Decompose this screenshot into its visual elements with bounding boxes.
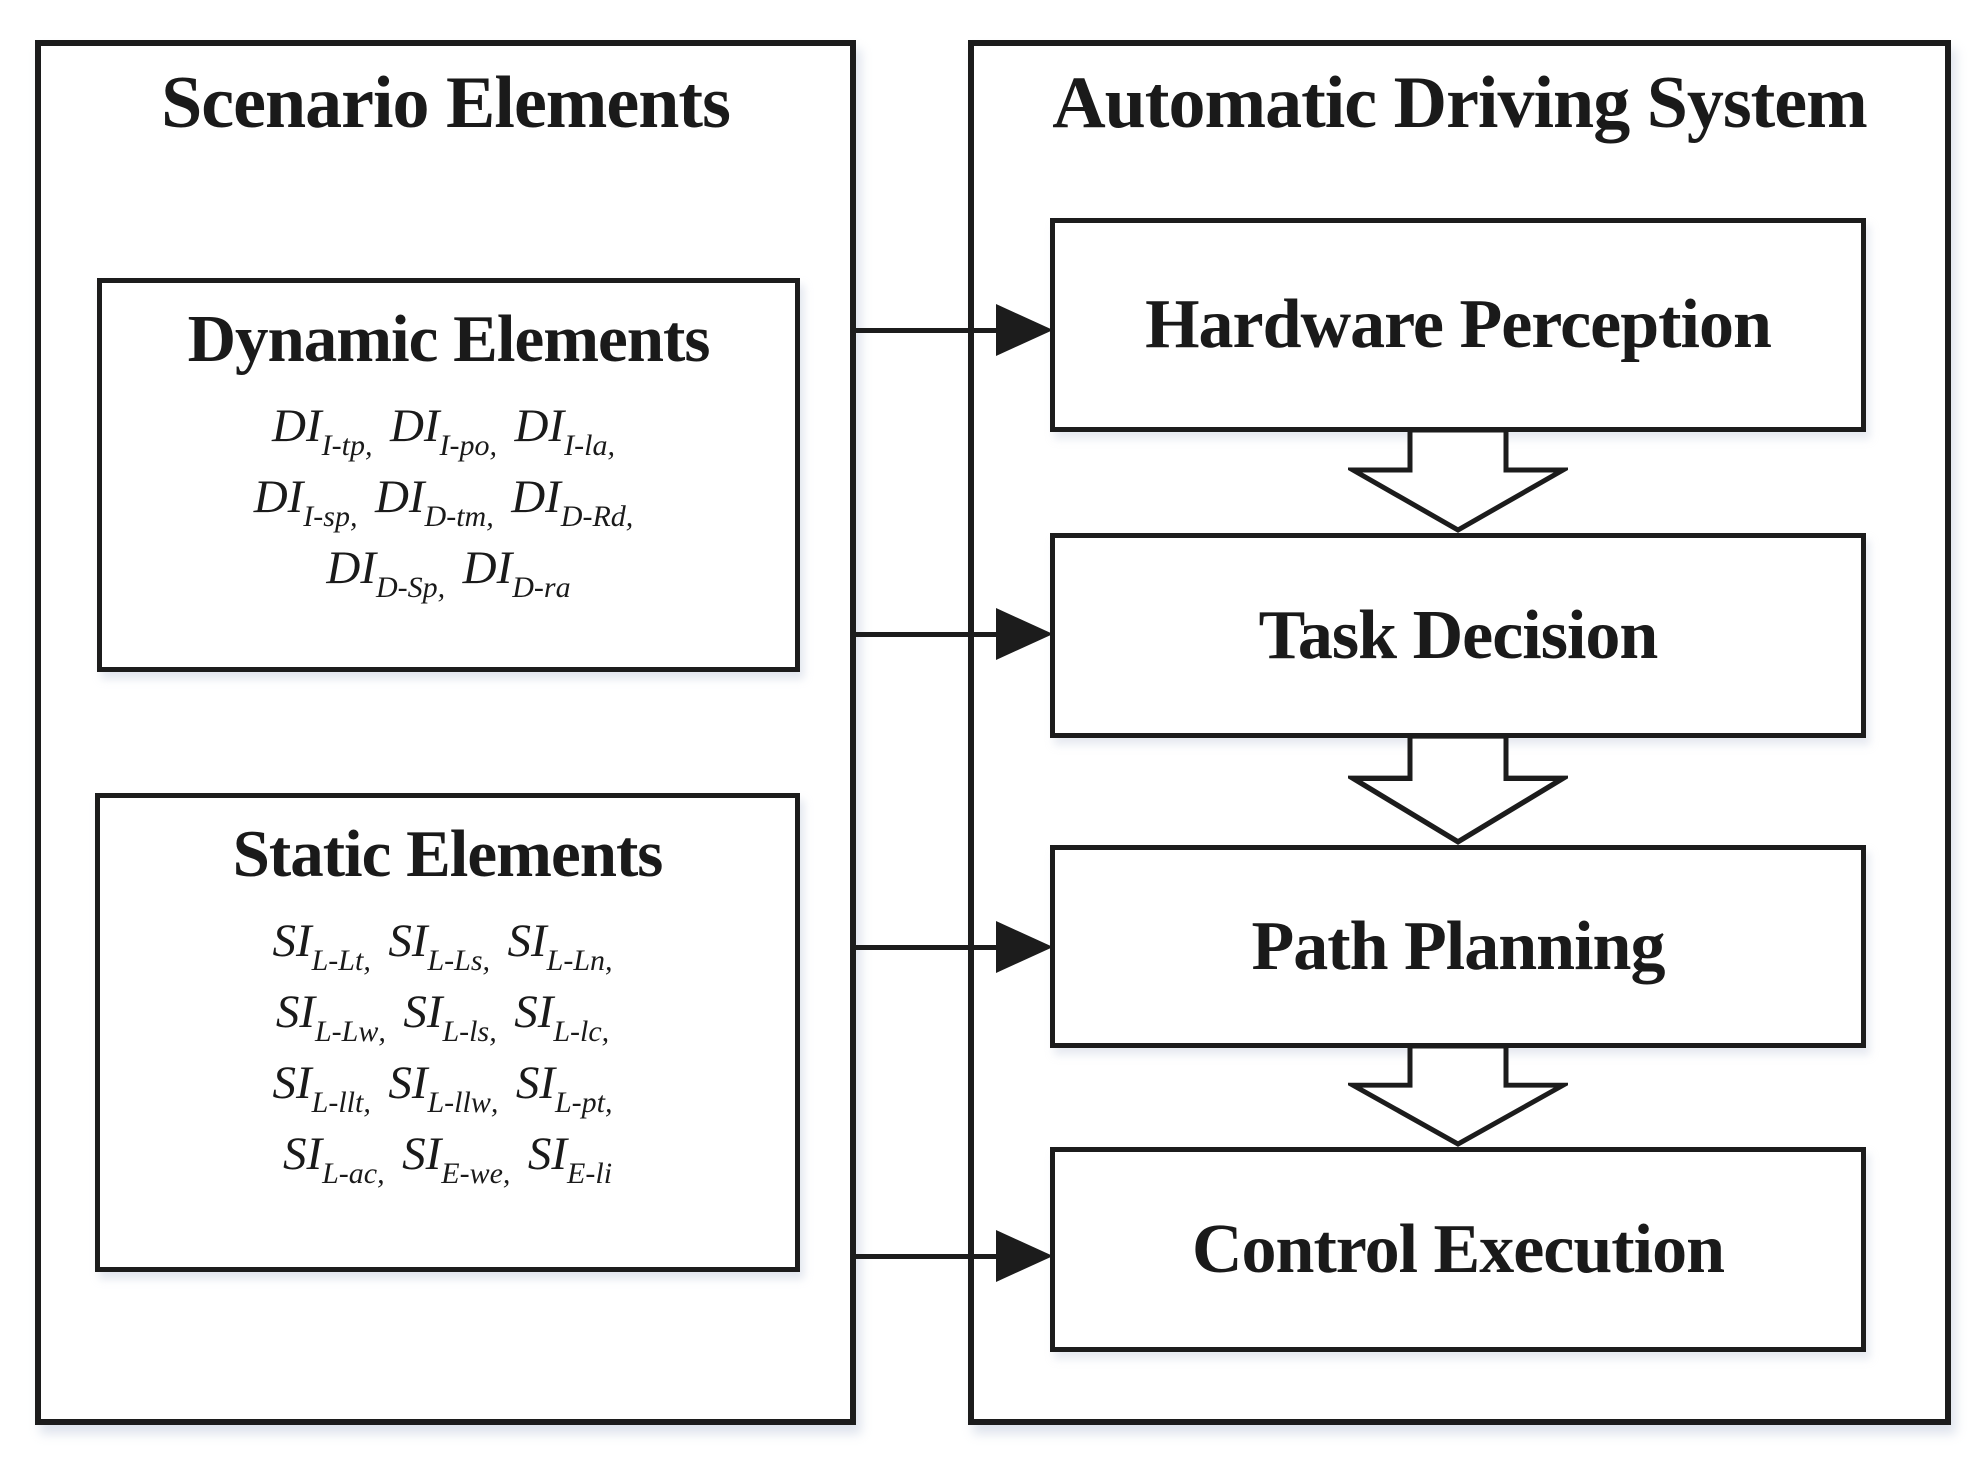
- automatic-driving-system-panel: Automatic Driving System Hardware Percep…: [968, 40, 1951, 1425]
- formula-base: SI: [403, 985, 443, 1038]
- formula-subscript: D-Rd: [560, 499, 626, 533]
- formula-subscript: L-llt: [311, 1085, 364, 1119]
- formula-separator: ,: [605, 943, 613, 977]
- path-planning-box: Path Planning: [1050, 845, 1866, 1048]
- formula-base: SI: [388, 914, 428, 967]
- formula-line: SIL-Lt, SIL-Ls, SIL-Ln,: [100, 906, 795, 977]
- down-block-arrow-icon: [1348, 430, 1568, 533]
- formula-base: SI: [507, 914, 547, 967]
- formula-base: SI: [515, 1056, 555, 1109]
- scenario-elements-title: Scenario Elements: [161, 62, 731, 144]
- formula-separator: ,: [625, 499, 634, 533]
- path-planning-label: Path Planning: [1251, 907, 1666, 985]
- static-elements-title: Static Elements: [232, 817, 664, 891]
- formula-base: DI: [374, 470, 425, 523]
- formula-subscript: D-ra: [512, 570, 571, 604]
- formula-subscript: L-Lt: [311, 943, 364, 977]
- formula-line: DII-sp, DID-tm, DID-Rd,: [102, 462, 795, 533]
- formula-separator: ,: [607, 428, 615, 462]
- dynamic-elements-formulas: DII-tp, DII-po, DII-la, DII-sp, DID-tm, …: [102, 391, 795, 604]
- formula-separator: ,: [437, 570, 453, 604]
- dynamic-elements-title: Dynamic Elements: [187, 302, 711, 376]
- formula-separator: ,: [377, 1156, 393, 1190]
- formula-base: SI: [388, 1056, 428, 1109]
- task-decision-label: Task Decision: [1258, 596, 1659, 674]
- task-decision-box: Task Decision: [1050, 533, 1866, 738]
- formula-separator: ,: [490, 1085, 506, 1119]
- formula-base: DI: [326, 541, 376, 594]
- right-arrow-icon: [856, 1230, 1054, 1282]
- right-arrow-icon: [856, 608, 1054, 660]
- formula-subscript: L-Lw: [314, 1014, 379, 1048]
- formula-separator: ,: [489, 428, 505, 462]
- formula-subscript: I-sp: [303, 499, 350, 533]
- formula-subscript: L-Ls: [427, 943, 483, 977]
- formula-separator: ,: [349, 499, 365, 533]
- down-block-arrow-icon: [1348, 736, 1568, 845]
- formula-separator: ,: [363, 1085, 379, 1119]
- formula-base: SI: [282, 1127, 323, 1180]
- formula-separator: ,: [482, 943, 498, 977]
- formula-separator: ,: [601, 1014, 610, 1048]
- formula-subscript: I-la: [564, 428, 608, 462]
- formula-base: SI: [402, 1127, 442, 1180]
- formula-line: DID-Sp, DID-ra: [102, 533, 795, 604]
- formula-separator: ,: [605, 1085, 613, 1119]
- formula-base: SI: [272, 1056, 312, 1109]
- formula-separator: ,: [364, 428, 380, 462]
- dynamic-elements-box: Dynamic Elements DII-tp, DII-po, DII-la,…: [97, 278, 800, 672]
- formula-subscript: E-we: [441, 1156, 503, 1190]
- scenario-elements-panel: Scenario Elements Dynamic Elements DII-t…: [35, 40, 856, 1425]
- formula-subscript: L-llw: [427, 1085, 491, 1119]
- formula-line: SIL-Lw, SIL-ls, SIL-lc,: [100, 977, 795, 1048]
- right-arrow-icon: [856, 304, 1054, 356]
- hardware-perception-box: Hardware Perception: [1050, 218, 1866, 432]
- formula-separator: ,: [378, 1014, 394, 1048]
- formula-base: DI: [389, 399, 440, 452]
- formula-subscript: I-tp: [321, 428, 365, 462]
- formula-line: SIL-llt, SIL-llw, SIL-pt,: [100, 1048, 795, 1119]
- formula-separator: ,: [363, 943, 379, 977]
- formula-base: SI: [514, 985, 554, 1038]
- formula-subscript: I-po: [439, 428, 490, 462]
- formula-base: DI: [253, 470, 304, 523]
- formula-subscript: L-lc: [553, 1014, 602, 1048]
- formula-subscript: L-ac: [322, 1156, 378, 1190]
- automatic-driving-system-title: Automatic Driving System: [1052, 62, 1868, 144]
- formula-subscript: D-tm: [424, 499, 487, 533]
- formula-line: SIL-ac, SIE-we, SIE-li: [100, 1119, 795, 1190]
- static-elements-formulas: SIL-Lt, SIL-Ls, SIL-Ln, SIL-Lw, SIL-ls, …: [100, 906, 795, 1190]
- formula-base: SI: [527, 1127, 568, 1180]
- formula-subscript: L-pt: [555, 1085, 606, 1119]
- formula-base: DI: [514, 399, 565, 452]
- down-block-arrow-icon: [1348, 1046, 1568, 1147]
- hardware-perception-label: Hardware Perception: [1145, 286, 1772, 363]
- control-execution-label: Control Execution: [1192, 1210, 1725, 1288]
- formula-subscript: L-Ln: [546, 943, 606, 977]
- formula-subscript: E-li: [567, 1156, 613, 1190]
- formula-base: SI: [272, 914, 312, 967]
- formula-subscript: D-Sp: [376, 570, 438, 604]
- formula-base: DI: [272, 399, 322, 452]
- control-execution-box: Control Execution: [1050, 1147, 1866, 1352]
- formula-separator: ,: [486, 499, 502, 533]
- right-arrow-icon: [856, 921, 1054, 973]
- formula-line: DII-tp, DII-po, DII-la,: [102, 391, 795, 462]
- formula-separator: ,: [489, 1014, 505, 1048]
- formula-base: DI: [462, 541, 513, 594]
- formula-base: SI: [275, 985, 315, 1038]
- static-elements-box: Static Elements SIL-Lt, SIL-Ls, SIL-Ln, …: [95, 793, 800, 1272]
- formula-separator: ,: [502, 1156, 518, 1190]
- formula-subscript: L-ls: [442, 1014, 490, 1048]
- formula-base: DI: [511, 470, 561, 523]
